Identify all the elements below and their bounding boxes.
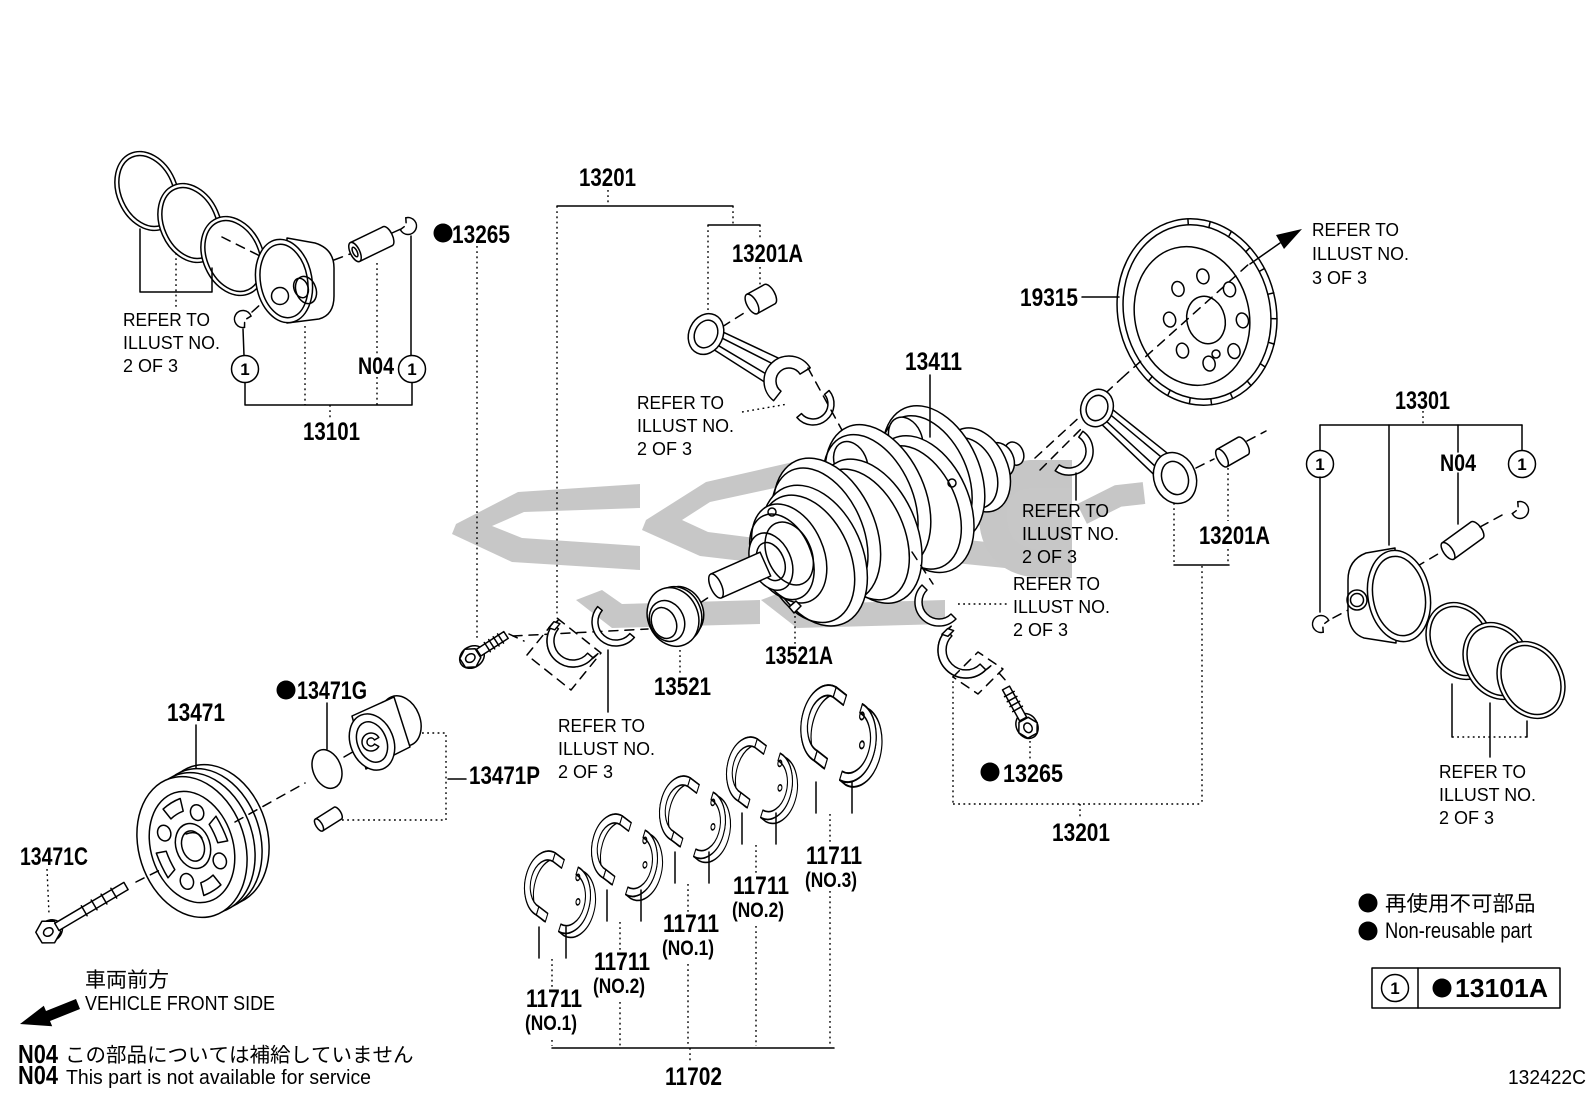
- svg-text:ILLUST NO.: ILLUST NO.: [1439, 784, 1536, 805]
- svg-text:11702: 11702: [665, 1063, 722, 1091]
- svg-text:2 OF 3: 2 OF 3: [123, 355, 178, 376]
- svg-text:REFER TO: REFER TO: [637, 392, 724, 413]
- svg-text:(NO.2): (NO.2): [593, 975, 645, 998]
- svg-text:(NO.1): (NO.1): [662, 937, 714, 960]
- svg-text:13471P: 13471P: [469, 762, 540, 790]
- svg-text:13101: 13101: [303, 418, 360, 446]
- svg-text:11711: 11711: [526, 985, 582, 1013]
- svg-text:13471C: 13471C: [20, 843, 88, 871]
- svg-text:11711: 11711: [733, 872, 789, 900]
- svg-text:REFER TO: REFER TO: [1022, 500, 1109, 521]
- svg-text:ILLUST NO.: ILLUST NO.: [637, 415, 734, 436]
- svg-text:3 OF 3: 3 OF 3: [1312, 267, 1367, 288]
- svg-text:11711: 11711: [663, 910, 719, 938]
- svg-text:13471: 13471: [167, 699, 225, 727]
- svg-text:13201A: 13201A: [1199, 522, 1270, 550]
- svg-text:13301: 13301: [1395, 387, 1450, 415]
- svg-text:2 OF 3: 2 OF 3: [1439, 807, 1494, 828]
- svg-text:13265: 13265: [1003, 760, 1063, 788]
- svg-text:REFER TO: REFER TO: [1439, 761, 1526, 782]
- svg-text:ILLUST NO.: ILLUST NO.: [1022, 523, 1119, 544]
- svg-text:ILLUST NO.: ILLUST NO.: [123, 332, 220, 353]
- svg-text:13101A: 13101A: [1455, 973, 1548, 1003]
- svg-text:REFER TO: REFER TO: [1013, 573, 1100, 594]
- svg-text:N04: N04: [18, 1060, 58, 1090]
- svg-text:2 OF 3: 2 OF 3: [637, 438, 692, 459]
- svg-text:13201: 13201: [1052, 819, 1110, 847]
- svg-text:N04: N04: [1440, 450, 1477, 477]
- svg-text:1: 1: [1390, 979, 1399, 998]
- svg-text:(NO.1): (NO.1): [525, 1012, 577, 1035]
- svg-text:13471G: 13471G: [297, 677, 367, 705]
- svg-text:ILLUST NO.: ILLUST NO.: [1312, 243, 1409, 264]
- svg-text:ILLUST NO.: ILLUST NO.: [558, 738, 655, 759]
- svg-text:13521: 13521: [654, 673, 711, 701]
- svg-text:11711: 11711: [594, 948, 650, 976]
- svg-text:REFER TO: REFER TO: [1312, 219, 1399, 240]
- svg-text:13201: 13201: [579, 164, 636, 192]
- svg-text:2 OF 3: 2 OF 3: [1013, 619, 1068, 640]
- svg-text:2 OF 3: 2 OF 3: [558, 761, 613, 782]
- svg-text:N04: N04: [358, 353, 395, 380]
- svg-text:REFER TO: REFER TO: [558, 715, 645, 736]
- svg-text:13411: 13411: [905, 348, 962, 376]
- svg-text:132422C: 132422C: [1508, 1067, 1586, 1089]
- svg-text:13201A: 13201A: [732, 240, 803, 268]
- svg-text:N04: N04: [18, 1039, 58, 1069]
- svg-text:13521A: 13521A: [765, 642, 833, 670]
- svg-text:ILLUST NO.: ILLUST NO.: [1013, 596, 1110, 617]
- svg-text:This part is not available for: This part is not available for service: [66, 1066, 371, 1089]
- svg-text:REFER TO: REFER TO: [123, 309, 210, 330]
- svg-text:19315: 19315: [1020, 284, 1078, 312]
- svg-text:1: 1: [240, 360, 249, 379]
- svg-text:13265: 13265: [452, 221, 510, 249]
- svg-text:1: 1: [1517, 455, 1526, 474]
- svg-text:1: 1: [407, 360, 416, 379]
- svg-text:Non-reusable part: Non-reusable part: [1385, 918, 1532, 943]
- svg-text:11711: 11711: [806, 842, 862, 870]
- svg-text:VEHICLE FRONT SIDE: VEHICLE FRONT SIDE: [85, 993, 275, 1015]
- svg-text:2 OF 3: 2 OF 3: [1022, 546, 1077, 567]
- svg-text:(NO.2): (NO.2): [732, 899, 784, 922]
- svg-text:1: 1: [1315, 455, 1324, 474]
- svg-text:(NO.3): (NO.3): [805, 869, 857, 892]
